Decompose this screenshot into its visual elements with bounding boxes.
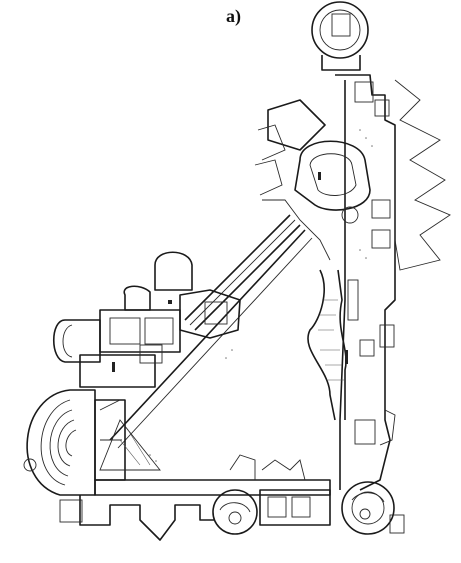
east-corridor [307, 269, 359, 421]
east-wing [335, 74, 451, 491]
diagonal-gallery [109, 214, 313, 449]
central-oval-hall [254, 99, 371, 261]
panel-label: a) [226, 6, 241, 26]
auditorium [23, 389, 126, 496]
courtyard [99, 419, 161, 471]
west-central-block [53, 251, 241, 388]
north-rotunda [311, 1, 369, 71]
plan-details [112, 129, 373, 462]
south-wing [59, 454, 331, 541]
southeast-rotunda [341, 481, 405, 535]
